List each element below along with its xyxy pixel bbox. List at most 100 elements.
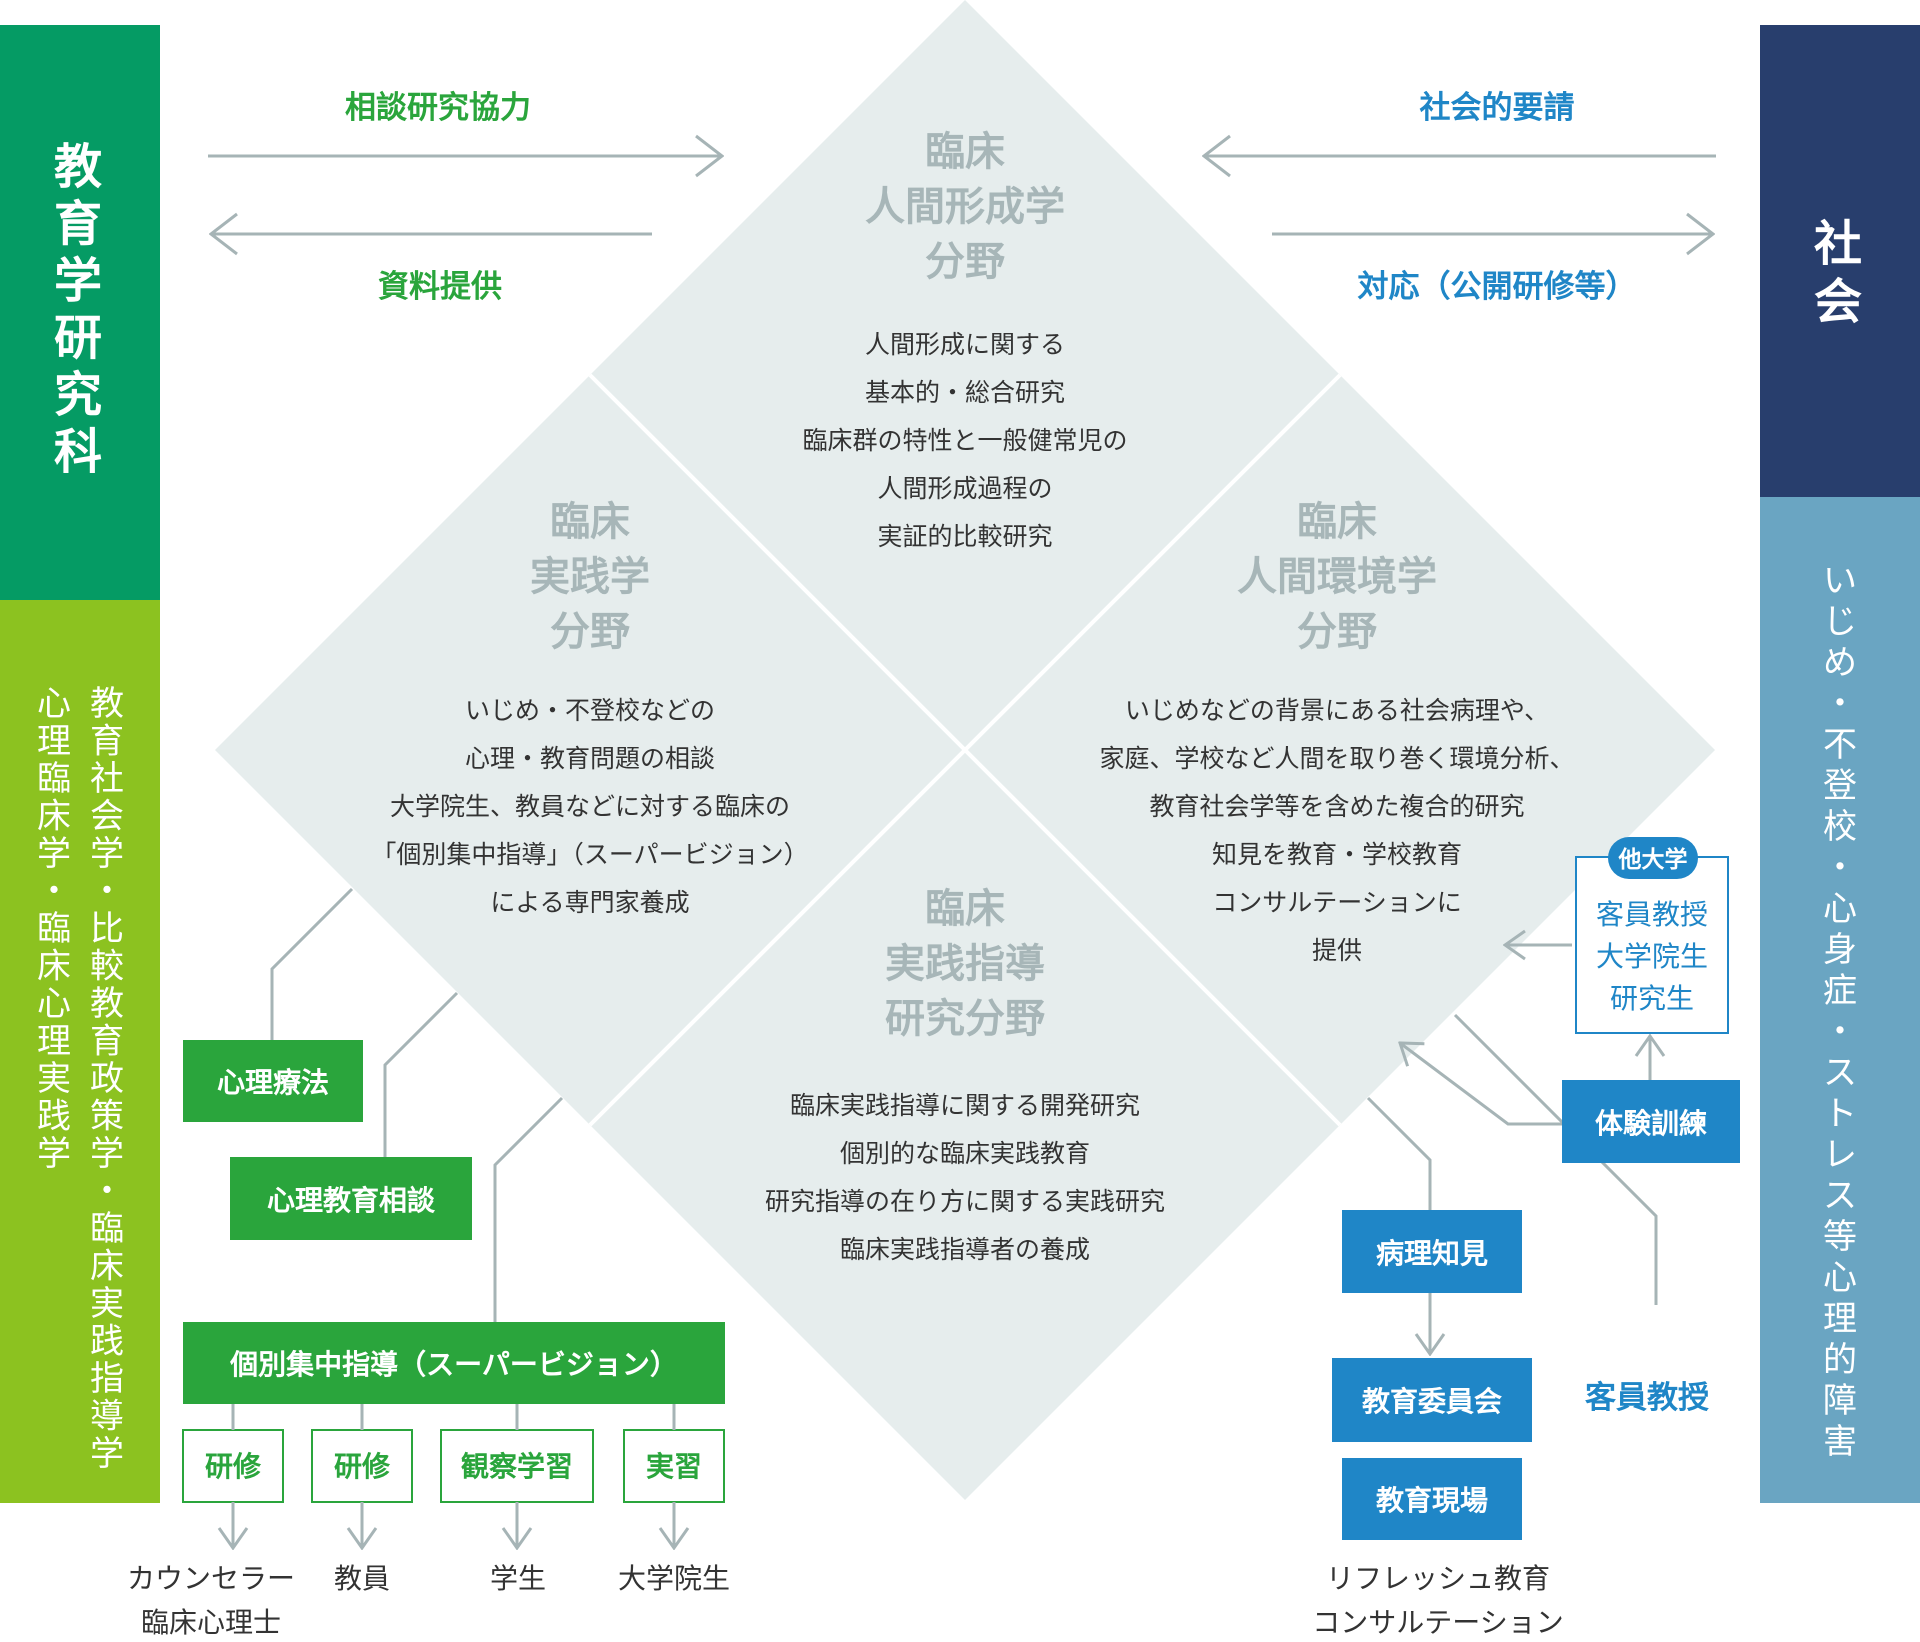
vertical-char: 比 [90,909,124,949]
vertical-char: 心 [1823,1258,1857,1298]
label-social-demand: 社会的要請 [1420,90,1575,126]
training-box-1 [182,1429,284,1503]
vertical-char: ス [1823,1176,1857,1216]
pathology-label: 病理知見 [1376,1237,1488,1270]
field-left-title: 実践学 [530,554,650,600]
psychotherapy-box [183,1040,363,1122]
vertical-char: 心 [37,684,71,724]
training-connectors [231,1404,676,1430]
vertical-char: 床 [90,1247,124,1287]
vertical-char: 理 [37,1022,71,1062]
supervision-box [183,1322,725,1404]
left-connectors [270,887,564,1322]
arrow-social-demand: 社会的要請 [1204,90,1716,156]
left-title-char: 研 [54,310,102,366]
arrow-materials: 資料提供 [211,234,652,305]
vertical-char: ・ [90,872,124,912]
field-right-title: 臨床 [1297,499,1377,545]
vertical-char: ス [1823,1053,1857,1093]
vertical-char: 育 [90,1022,124,1062]
vertical-char: ・ [1823,848,1857,888]
field-top-desc: 人間形成過程の [877,474,1052,503]
field-right-title: 人間環境学 [1237,554,1437,600]
vertical-char: 臨 [37,759,71,799]
training-label-2: 研修 [334,1450,391,1483]
vertical-char: 臨 [90,1209,124,1249]
vertical-char: 等 [1823,1217,1857,1257]
vertical-char: ・ [1823,684,1857,724]
field-box [1342,1458,1522,1540]
left-title-char: 学 [54,253,102,309]
training-label-1: 研修 [205,1450,262,1483]
vertical-char: 臨 [37,909,71,949]
field-right-desc: 家庭、学校など人間を取り巻く環境分析、 [1099,744,1574,773]
field-bottom-desc: 研究指導の在り方に関する実践研究 [765,1187,1165,1216]
field-top-desc: 実証的比較研究 [877,522,1052,551]
target-arrows [233,1502,674,1548]
vertical-char: 的 [1823,1340,1857,1380]
refresh-line: コンサルテーション [1312,1606,1563,1639]
observation-label: 観察学習 [461,1450,573,1483]
vertical-char: じ [1823,602,1857,642]
arrow-response: 対応（公開研修等） [1272,234,1713,305]
vertical-char: 学 [90,1434,124,1474]
experience-label: 体験訓練 [1595,1107,1707,1140]
vertical-char: 践 [90,1322,124,1362]
field-bottom-desc: 臨床実践指導に関する開発研究 [790,1091,1140,1120]
vertical-char: 障 [1823,1381,1857,1421]
guest-prof-label: 客員教授 [1585,1380,1709,1416]
vertical-char: 社 [90,759,124,799]
vertical-char: 学 [37,1134,71,1174]
vertical-char: 導 [90,1397,124,1437]
vertical-char: 策 [90,1097,124,1137]
field-left-desc: いじめ・不登校などの [465,696,715,725]
vertical-char: 理 [1823,1299,1857,1339]
field-top-title: 分野 [925,239,1005,285]
arrow-consult: 相談研究協力 [208,90,722,156]
practice-label: 実習 [646,1450,702,1483]
vertical-char: 会 [90,797,124,837]
vertical-char: 践 [37,1097,71,1137]
left-title-char: 教 [54,139,102,195]
vertical-char: 実 [37,1059,71,1099]
field-top-title: 人間形成学 [865,184,1065,230]
label-response: 対応（公開研修等） [1358,269,1637,305]
vertical-char: ・ [90,1172,124,1212]
training-box-2 [311,1429,413,1503]
field-top-desc: 人間形成に関する [865,330,1065,359]
right-panel-top [1760,25,1920,497]
board-box [1332,1358,1532,1442]
field-left-desc: 「個別集中指導」（スーパービジョン） [371,840,808,869]
field-bottom-desc: 個別的な臨床実践教育 [840,1139,1090,1168]
vertical-char: 床 [37,797,71,837]
refresh-line: リフレッシュ教育 [1326,1562,1550,1595]
vertical-char: ・ [37,872,71,912]
field-right-desc: コンサルテーションに [1212,888,1462,917]
other-univ-label: 他大学 [1618,846,1688,873]
right-panel-title: 社 会 [1814,216,1862,330]
vertical-char: 実 [90,1284,124,1324]
board-label: 教育委員会 [1362,1385,1502,1418]
label-consult: 相談研究協力 [345,90,531,126]
diamond-dividers [588,373,1342,1127]
supervision-label: 個別集中指導（スーパービジョン） [229,1348,678,1381]
field-right-desc: 提供 [1312,936,1362,965]
vertical-char: め [1823,643,1857,683]
left-targets: カウンセラー 臨床心理士 教員 学生 大学院生 [127,1562,730,1639]
field-top-title: 臨床 [925,129,1005,175]
field-right-desc: 教育社会学等を含めた複合的研究 [1149,792,1524,821]
vertical-char: 床 [37,947,71,987]
field-bottom-title: 実践指導 [885,941,1045,987]
field-bottom: 臨床 実践指導 研究分野 臨床実践指導に関する開発研究 個別的な臨床実践教育 研… [765,886,1165,1264]
vertical-char: 心 [37,984,71,1024]
visitor-line: 研究生 [1610,982,1694,1015]
field-right-desc: 知見を教育・学校教育 [1212,840,1462,869]
counseling-label: 心理教育相談 [267,1184,436,1217]
left-panel-title: 教 育 学 研 究 科 [54,139,102,480]
field-top: 臨床 人間形成学 分野 人間形成に関する 基本的・総合研究 臨床群の特性と一般健… [802,129,1127,551]
label-materials: 資料提供 [378,269,502,305]
field-left-title: 臨床 [550,499,630,545]
